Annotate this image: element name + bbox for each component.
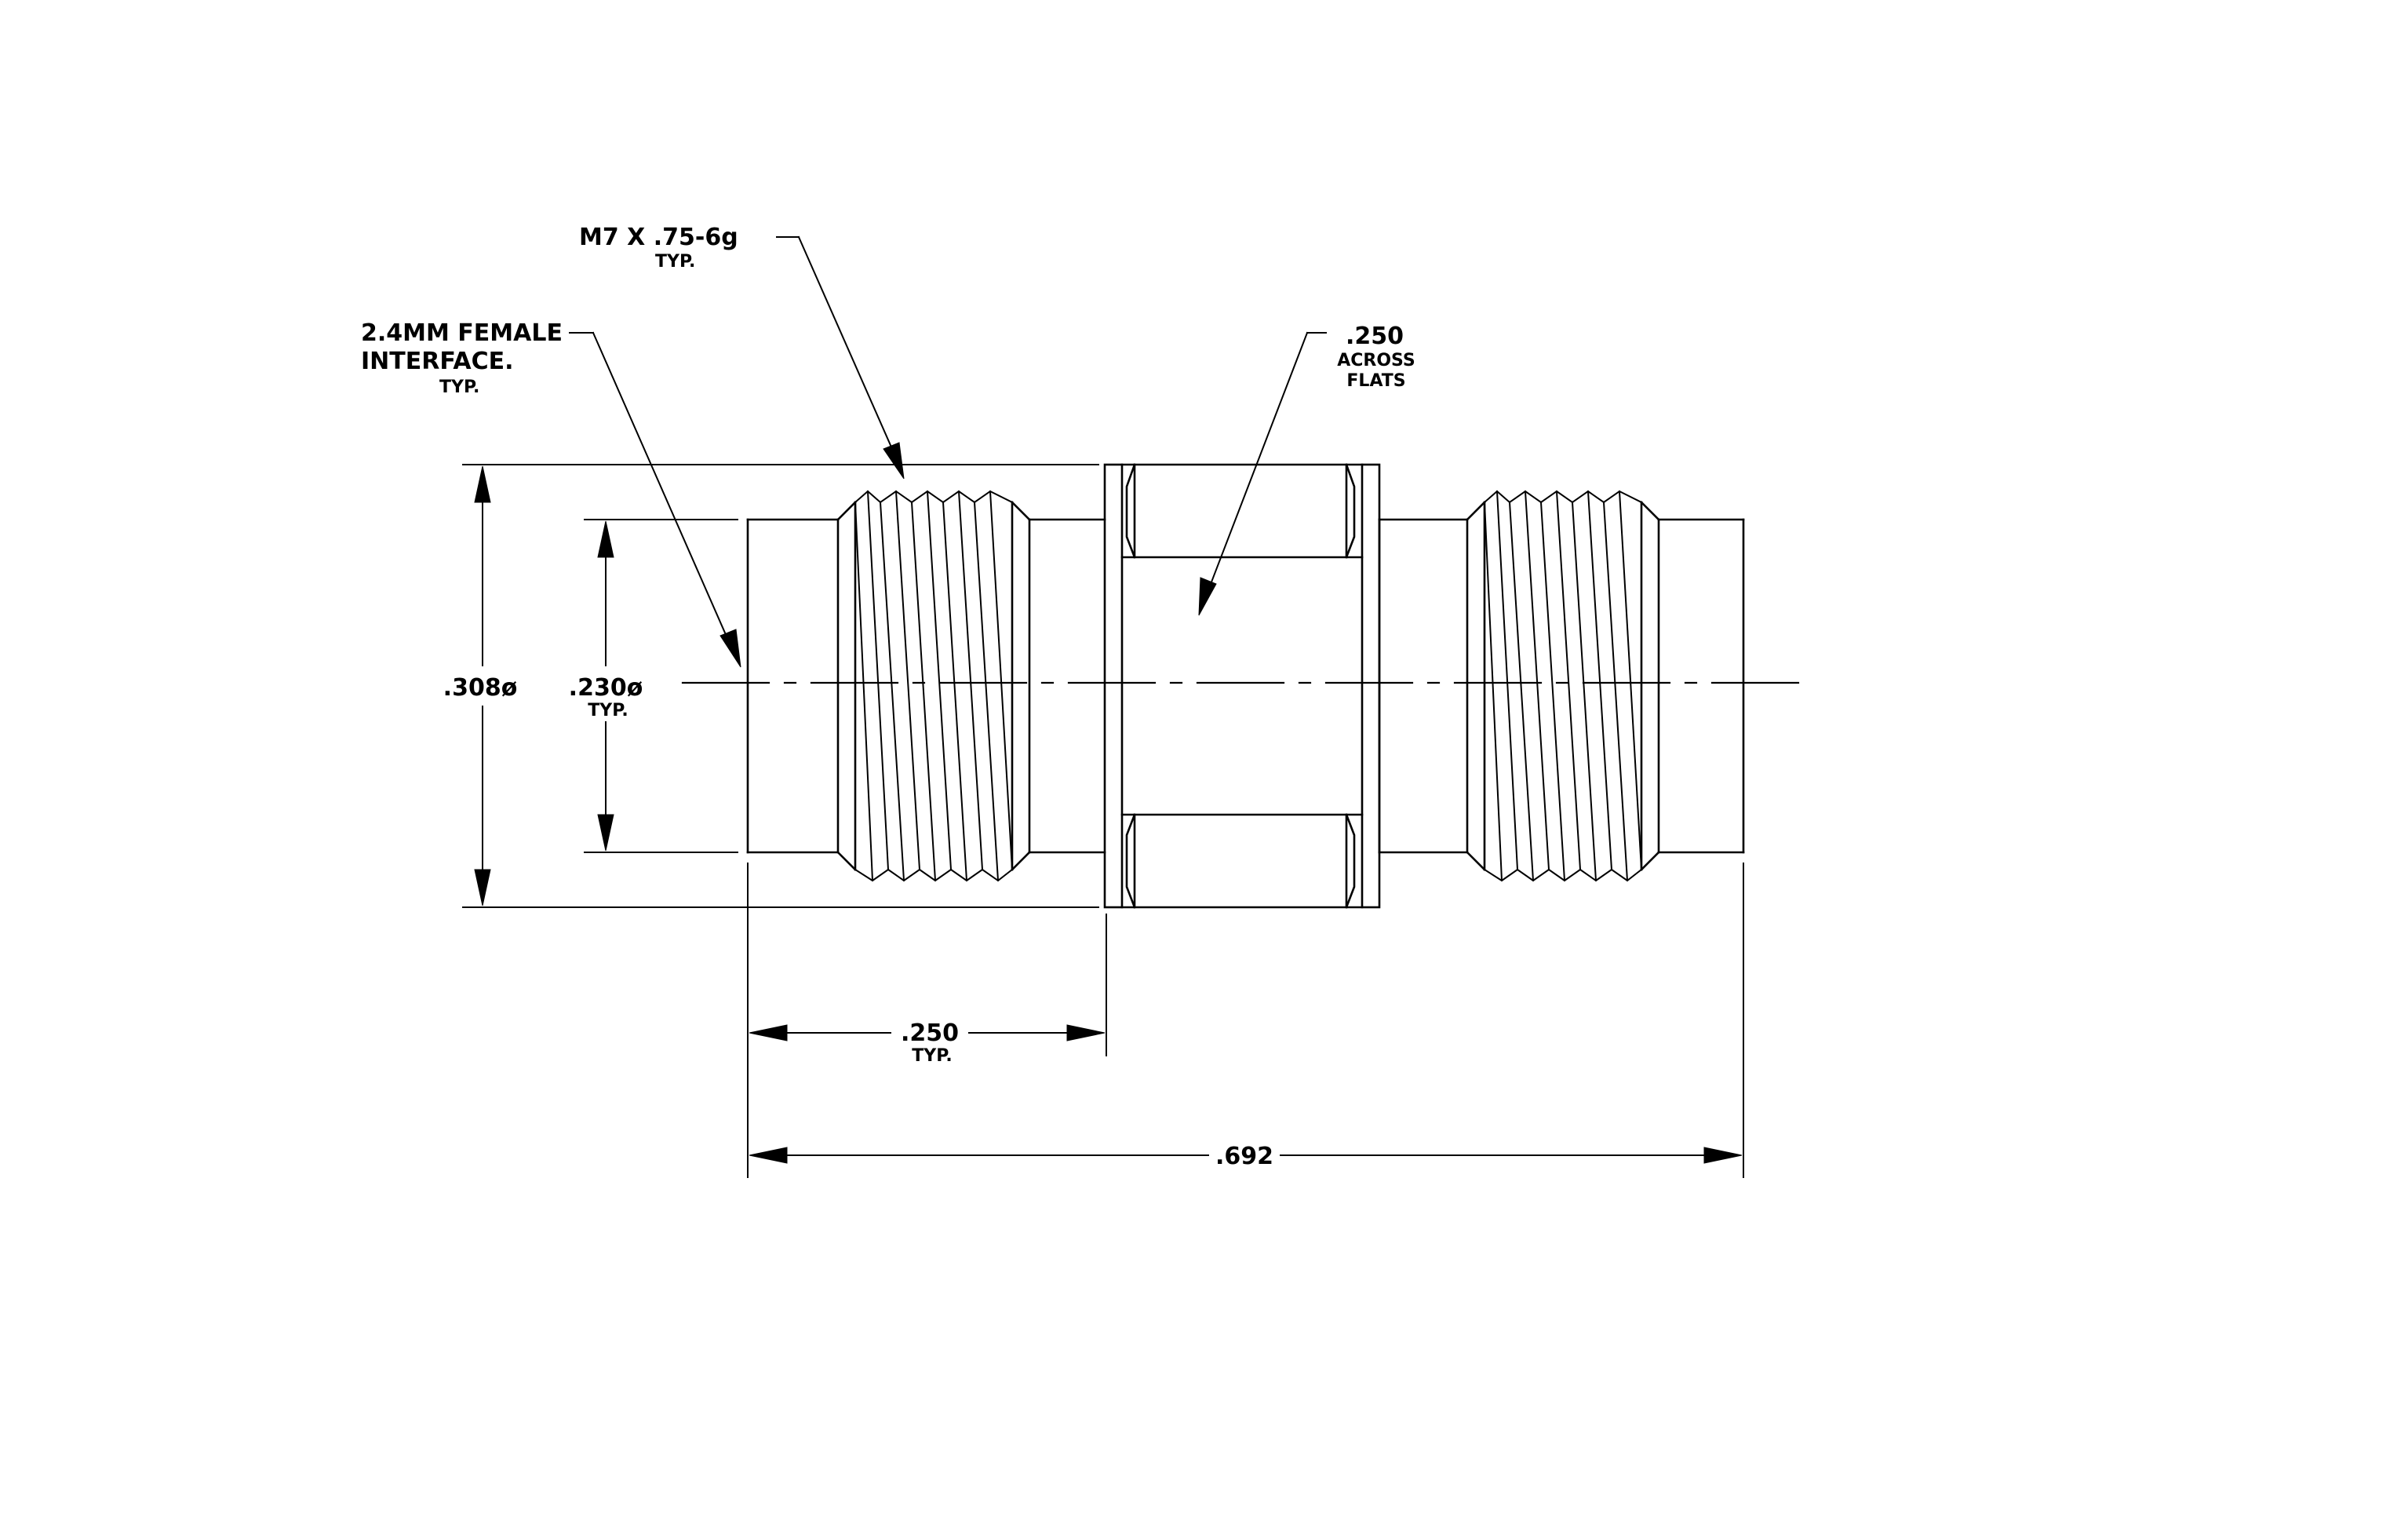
dim-thread-diameter: .230ø TYP.: [569, 519, 738, 853]
thread-diameter-typ: TYP.: [588, 701, 628, 720]
body-length-label: .250: [901, 1019, 959, 1047]
right-sleeve: [1657, 518, 1745, 854]
interface-label-line1: 2.4MM FEMALE: [361, 319, 563, 347]
body-length-typ: TYP.: [912, 1046, 952, 1066]
dim-outer-diameter: .308ø: [443, 464, 1099, 908]
thread-diameter-label: .230ø: [569, 674, 643, 702]
left-thread: [836, 490, 1031, 882]
flats-label-flats: FLATS: [1346, 371, 1405, 391]
thread-spec-typ: TYP.: [655, 252, 695, 272]
outer-diameter-label: .308ø: [443, 674, 518, 702]
flats-label-across: ACROSS: [1337, 351, 1415, 370]
leader-flats: .250 ACROSS FLATS: [1198, 323, 1415, 616]
dim-overall-length: .692: [747, 863, 1744, 1178]
interface-label-line2: INTERFACE.: [361, 348, 514, 375]
flats-label-value: .250: [1346, 323, 1404, 350]
left-sleeve: [746, 518, 840, 854]
thread-spec-label: M7 X .75-6g: [579, 224, 738, 251]
left-shank: [1028, 518, 1106, 854]
leader-thread: M7 X .75-6g TYP.: [579, 224, 905, 480]
overall-length-label: .692: [1215, 1143, 1273, 1170]
leader-interface: 2.4MM FEMALE INTERFACE. TYP.: [361, 319, 741, 668]
right-shank: [1378, 518, 1469, 854]
hex-body: [1103, 463, 1381, 909]
dim-body-length: .250 TYP.: [747, 863, 1107, 1066]
interface-label-typ: TYP.: [439, 378, 479, 397]
right-thread: [1466, 490, 1660, 882]
